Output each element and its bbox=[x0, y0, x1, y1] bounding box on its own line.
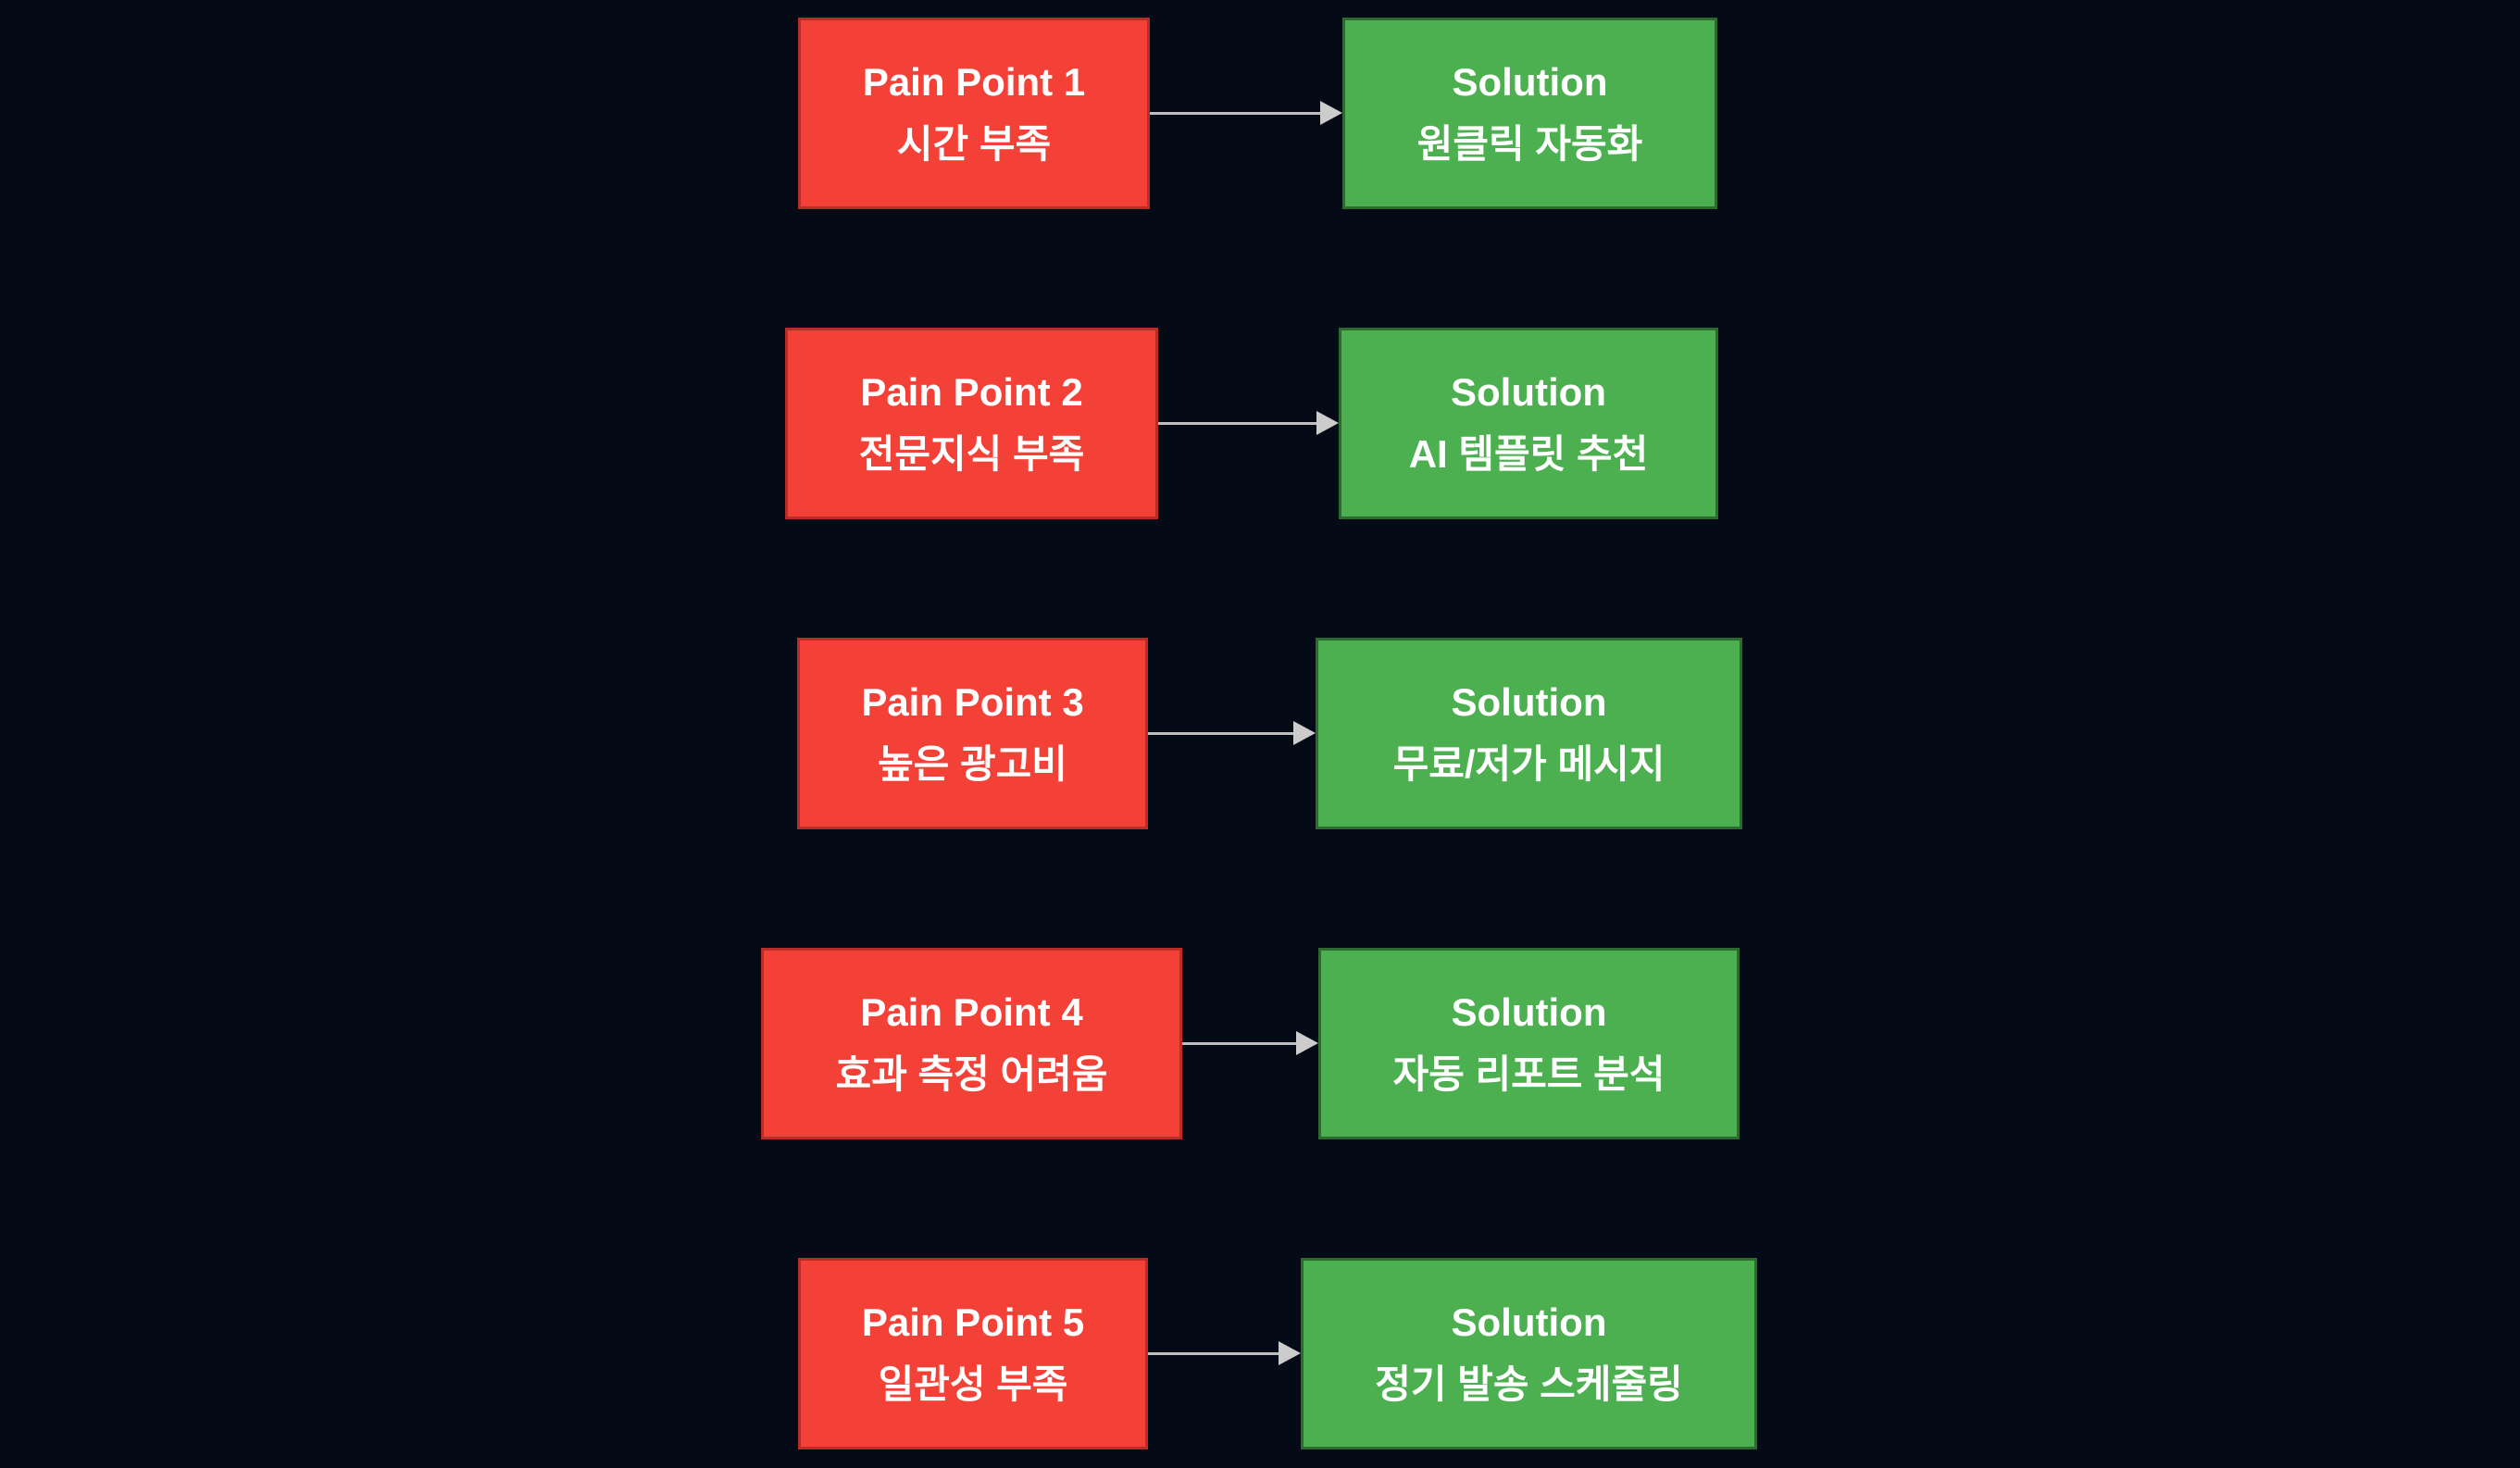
solution-title: Solution bbox=[1451, 1300, 1607, 1345]
arrow-head-icon bbox=[1279, 1341, 1301, 1365]
arrow-head-icon bbox=[1296, 1031, 1318, 1055]
solution-label: 원클릭 자동화 bbox=[1416, 121, 1643, 166]
pain-point-box-4: Pain Point 4 효과 측정 어려움 bbox=[761, 948, 1182, 1139]
arrow-shaft bbox=[1150, 112, 1324, 115]
arrow-shaft bbox=[1158, 422, 1320, 425]
solution-title: Solution bbox=[1452, 60, 1608, 105]
pain-point-box-1: Pain Point 1 시간 부족 bbox=[798, 18, 1150, 209]
arrow-shaft bbox=[1148, 1352, 1282, 1355]
arrow-head-icon bbox=[1316, 411, 1339, 435]
arrow-head-icon bbox=[1293, 721, 1316, 745]
solution-box-1: Solution 원클릭 자동화 bbox=[1342, 18, 1717, 209]
arrow-connector-5 bbox=[1148, 1341, 1301, 1366]
pain-point-label: 시간 부족 bbox=[896, 121, 1052, 166]
arrow-connector-1 bbox=[1150, 101, 1342, 126]
solution-title: Solution bbox=[1451, 990, 1607, 1035]
pain-point-label: 전문지식 부족 bbox=[858, 431, 1085, 476]
pain-point-title: Pain Point 5 bbox=[861, 1300, 1085, 1345]
pain-point-box-2: Pain Point 2 전문지식 부족 bbox=[785, 328, 1158, 519]
pain-point-box-3: Pain Point 3 높은 광고비 bbox=[797, 638, 1148, 829]
pain-point-title: Pain Point 2 bbox=[860, 370, 1083, 415]
solution-label: 자동 리포트 분석 bbox=[1392, 1051, 1665, 1096]
arrow-connector-3 bbox=[1148, 721, 1316, 746]
arrow-connector-4 bbox=[1182, 1031, 1318, 1056]
arrow-shaft bbox=[1148, 732, 1297, 735]
pain-point-title: Pain Point 3 bbox=[861, 680, 1084, 725]
arrow-head-icon bbox=[1320, 101, 1342, 125]
solution-title: Solution bbox=[1451, 370, 1606, 415]
pain-point-title: Pain Point 1 bbox=[862, 60, 1086, 105]
solution-label: AI 템플릿 추천 bbox=[1408, 431, 1649, 476]
solution-box-2: Solution AI 템플릿 추천 bbox=[1339, 328, 1718, 519]
solution-label: 정기 발송 스케줄링 bbox=[1375, 1362, 1683, 1406]
pain-point-label: 효과 측정 어려움 bbox=[835, 1051, 1108, 1096]
solution-box-3: Solution 무료/저가 메시지 bbox=[1316, 638, 1742, 829]
pain-point-label: 일관성 부족 bbox=[878, 1362, 1068, 1406]
solution-title: Solution bbox=[1451, 680, 1607, 725]
pain-point-title: Pain Point 4 bbox=[860, 990, 1083, 1035]
arrow-shaft bbox=[1182, 1042, 1300, 1045]
pain-point-label: 높은 광고비 bbox=[878, 741, 1067, 786]
solution-box-4: Solution 자동 리포트 분석 bbox=[1318, 948, 1740, 1139]
solution-box-5: Solution 정기 발송 스케줄링 bbox=[1301, 1258, 1757, 1449]
solution-label: 무료/저가 메시지 bbox=[1392, 741, 1665, 786]
pain-point-box-5: Pain Point 5 일관성 부족 bbox=[798, 1258, 1148, 1449]
arrow-connector-2 bbox=[1158, 411, 1339, 436]
